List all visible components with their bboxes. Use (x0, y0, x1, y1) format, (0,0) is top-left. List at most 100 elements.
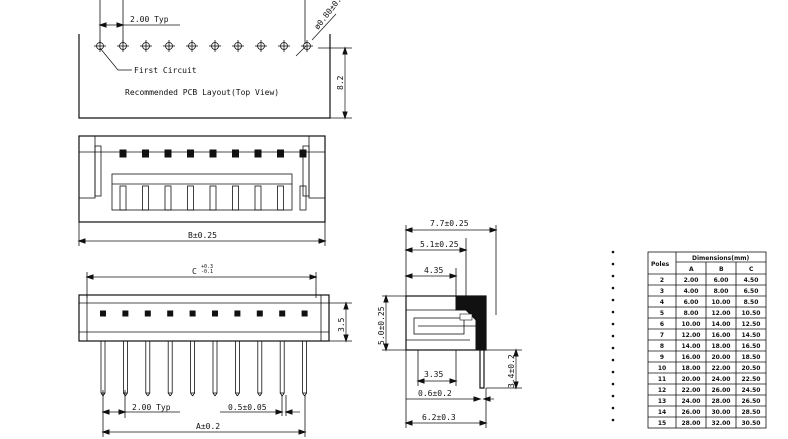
side-d6-label: 3.4±0.2 (507, 354, 516, 388)
table-cell: 11 (658, 376, 666, 383)
margin-dot (611, 310, 615, 314)
table-cell: 5 (660, 310, 664, 317)
bottom-pin-square (100, 310, 106, 317)
bottom-view: C +0.3-0.1 3.5 2.00 Typ 0.5±0.05 (78, 264, 352, 437)
front-pin-top (277, 149, 284, 158)
front-pin-top (254, 149, 262, 158)
table-poles-header: Poles (651, 261, 670, 268)
table-cell: 12.00 (712, 310, 731, 317)
table-col-b: B (719, 266, 724, 273)
table-cell: 2 (660, 277, 664, 284)
side-d1-label: 7.7±0.25 (430, 219, 469, 228)
margin-dot (611, 370, 615, 374)
table-cell: 16.50 (742, 343, 761, 350)
pcb-caption: Recommended PCB Layout(Top View) (125, 88, 279, 97)
bottom-pin-tip (147, 392, 151, 397)
front-pin-contact (142, 185, 149, 211)
bottom-pin-square (212, 310, 218, 317)
bottom-pin-tip (125, 392, 128, 397)
bottom-height-label: 3.5 (337, 317, 346, 332)
table-cell: 6.00 (684, 299, 699, 306)
table-cell: 9 (660, 354, 664, 361)
bottom-width-label: C (192, 267, 197, 276)
table-cell: 10.00 (682, 321, 701, 328)
hole-diameter-label: ø0.80±0.05 (312, 0, 349, 31)
pcb-pitch-label: 2.00 Typ (130, 15, 169, 24)
front-pin-top (187, 149, 194, 158)
front-pins (119, 149, 307, 211)
bottom-pin-square (167, 310, 174, 317)
front-pin-top (209, 149, 217, 158)
margin-dot (611, 418, 615, 422)
bottom-pin-tip (192, 392, 195, 397)
bottom-pin-tip (145, 392, 149, 397)
table-cell: 12 (658, 387, 666, 394)
bottom-pins (100, 310, 308, 397)
front-pin-contact (277, 185, 284, 211)
bottom-width-tol: +0.3-0.1 (201, 264, 213, 275)
bottom-pin-square (144, 310, 151, 317)
bottom-pin-leg (212, 340, 218, 394)
table-cell: 22.50 (742, 376, 761, 383)
front-pin-contact (187, 185, 194, 211)
table-cell: 16.00 (712, 332, 731, 339)
bottom-overall-label: A±0.2 (196, 422, 220, 431)
front-pin-contact (209, 185, 217, 211)
table-cell: 14.00 (712, 321, 731, 328)
margin-dot (611, 250, 615, 254)
margin-dot (611, 346, 615, 350)
bottom-pin-leg (302, 340, 308, 394)
bottom-pin-leg (190, 340, 196, 394)
bottom-pin-tip (212, 392, 216, 397)
pcb-height-label: 8.2 (336, 75, 345, 90)
front-pin-top (164, 149, 172, 158)
table-cell: 16.00 (682, 354, 701, 361)
pcb-layout-view: 2.00 Typ ø0.80±0.05 First Circuit Recomm… (78, 0, 352, 120)
bottom-pin-leg (167, 340, 173, 394)
table-cell: 28.50 (742, 409, 761, 416)
front-pin-contact (119, 185, 127, 211)
table-col-a: A (689, 266, 694, 273)
margin-dot (611, 394, 615, 398)
table-cell: 30.50 (742, 420, 761, 427)
table-cell: 15 (658, 420, 666, 427)
table-cell: 10.00 (712, 299, 731, 306)
margin-dot (611, 274, 615, 278)
bottom-pin-tip (281, 392, 285, 397)
margin-dot (611, 286, 615, 290)
table-cell: 14.50 (742, 332, 761, 339)
front-pin-top (299, 149, 307, 158)
bottom-pin-tip (214, 392, 218, 397)
front-pin-contact (232, 185, 239, 211)
front-pin-top (119, 149, 127, 158)
table-cell: 24.00 (712, 376, 731, 383)
table-cell: 22.00 (682, 387, 701, 394)
bottom-pin-square (189, 310, 196, 317)
side-d7-label: 0.6±0.2 (418, 389, 452, 398)
bottom-pin-tip (169, 392, 173, 397)
front-pin-contact (299, 185, 307, 211)
table-cell: 30.00 (712, 409, 731, 416)
table-cell: 12.50 (742, 321, 761, 328)
table-cell: 26.00 (682, 409, 701, 416)
margin-dot (611, 322, 615, 326)
table-cell: 4.50 (744, 277, 759, 284)
table-cell: 6.50 (744, 288, 759, 295)
bottom-pin-square (234, 310, 241, 317)
table-margin-dots (611, 250, 615, 422)
table-cell: 7 (660, 332, 664, 339)
table-cell: 10.50 (742, 310, 761, 317)
bottom-pin-square (301, 310, 308, 317)
table-cell: 8.00 (684, 310, 699, 317)
bottom-pin-leg (123, 340, 128, 394)
bottom-pin-square (279, 310, 286, 317)
front-pin-contact (254, 185, 262, 211)
bottom-pin-tip (257, 392, 261, 397)
pin-size-label: 0.5±0.05 (228, 403, 267, 412)
table-cell: 8.00 (714, 288, 729, 295)
bottom-pin-tip (167, 392, 171, 397)
side-d2-label: 5.1±0.25 (420, 240, 459, 249)
table-cell: 28.00 (682, 420, 701, 427)
